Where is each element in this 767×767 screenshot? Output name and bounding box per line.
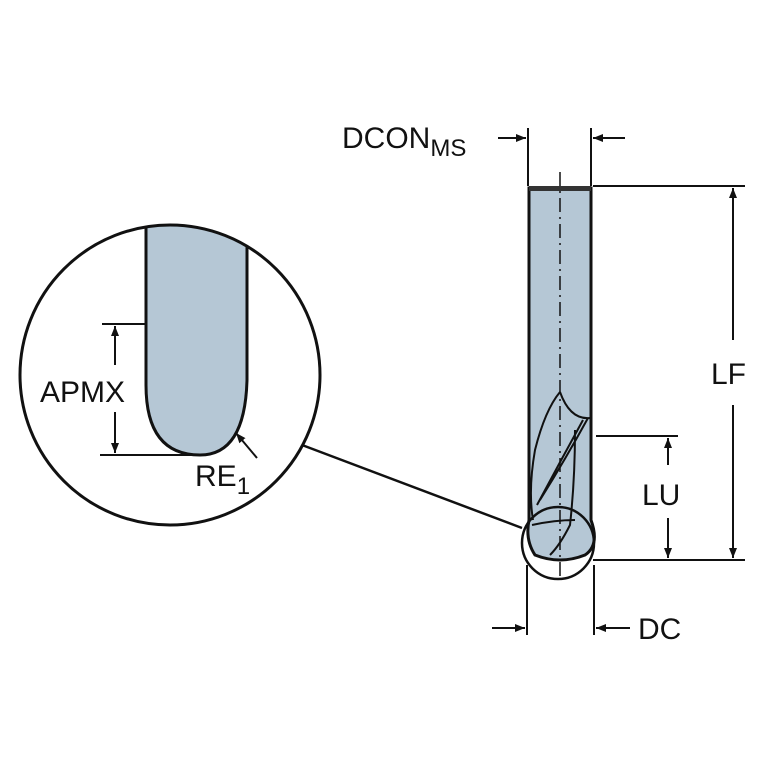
- dcon-label: DCONMS: [342, 122, 466, 162]
- detail-tool-tip: [144, 226, 249, 457]
- lf-label: LF: [711, 358, 746, 391]
- tool-body: [526, 186, 596, 562]
- tip-detail-circle: [520, 505, 596, 581]
- lu-dimension: LU: [596, 435, 680, 558]
- apmx-label: APMX: [40, 376, 125, 409]
- dc-dimension: DC: [492, 565, 681, 646]
- dcon-dimension: DCONMS: [342, 122, 625, 186]
- detail-leader-line: [301, 443, 523, 530]
- lf-dimension: LF: [593, 185, 746, 561]
- dc-label: DC: [638, 613, 681, 646]
- end-mill-tool: [520, 172, 596, 581]
- re-label: RE1: [195, 460, 250, 500]
- lu-label: LU: [642, 479, 680, 512]
- re-arrow: [235, 432, 258, 459]
- detail-circle: [18, 223, 322, 527]
- detail-view: APMX RE1: [18, 223, 523, 530]
